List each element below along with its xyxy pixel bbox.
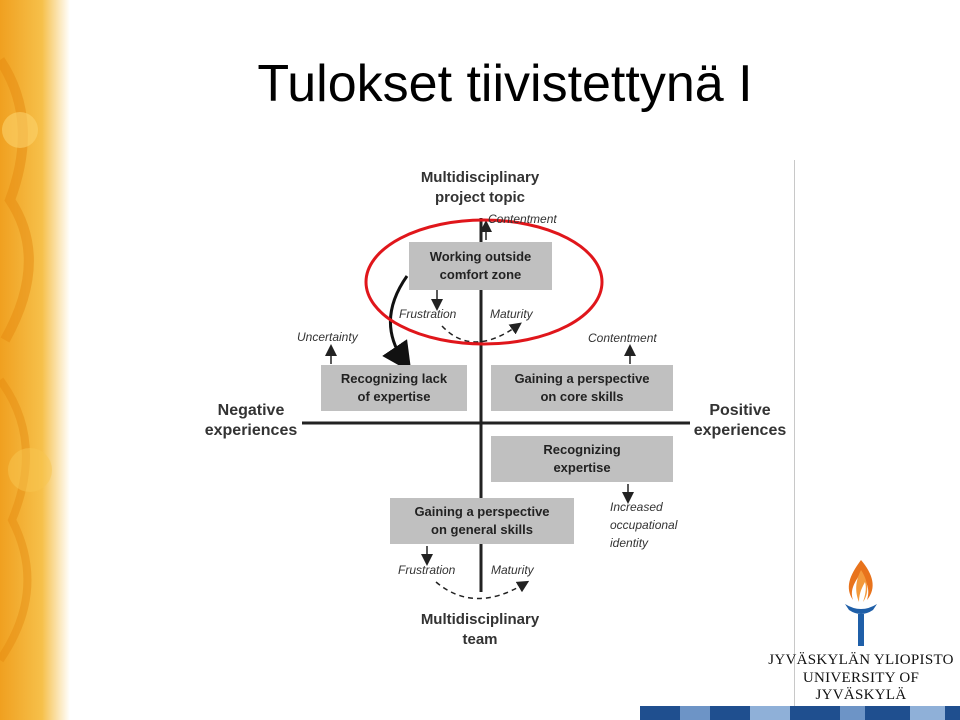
- highlight-circle: [364, 218, 604, 346]
- label-uncertainty: Uncertainty: [297, 330, 358, 344]
- university-torch-logo: [845, 560, 877, 646]
- label-frustration-top: Frustration: [399, 307, 457, 321]
- decorative-bottom-strip: [640, 706, 960, 720]
- vertical-divider: [794, 160, 795, 720]
- slide-title: Tulokset tiivistettynä I: [257, 55, 753, 113]
- label-contentment-top: Contentment: [488, 212, 557, 226]
- label-contentment-right: Contentment: [588, 331, 657, 345]
- label-maturity-bottom: Maturity: [491, 563, 534, 577]
- decorative-left-band: [0, 0, 70, 720]
- university-name-finnish: JYVÄSKYLÄN YLIOPISTO: [768, 652, 954, 668]
- dashed-arrow-top: [441, 322, 522, 343]
- label-maturity-top: Maturity: [490, 307, 533, 321]
- label-occupational-identity: Increased occupational identity: [610, 500, 678, 550]
- university-name-english: UNIVERSITY OF JYVÄSKYLÄ: [802, 670, 920, 703]
- dashed-arrow-bottom: [435, 580, 530, 600]
- label-frustration-bottom: Frustration: [398, 563, 456, 577]
